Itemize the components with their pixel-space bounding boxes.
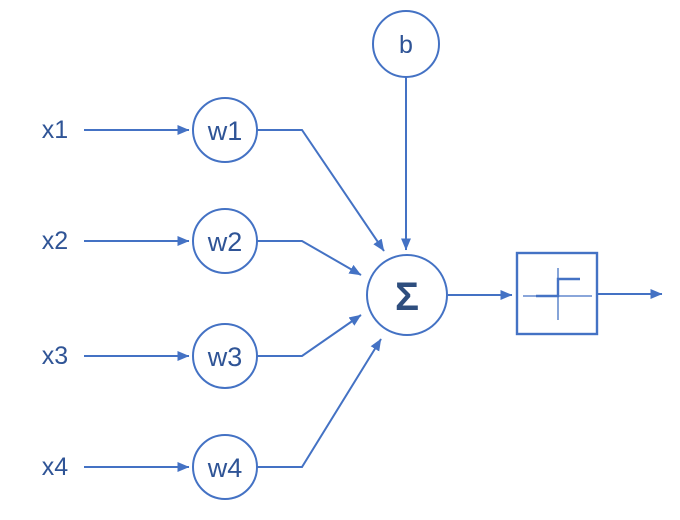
bias-label: b (399, 31, 413, 59)
text-layer: x1 x2 x3 x4 w1 w2 w3 w4 b Σ (42, 31, 419, 483)
arrow-w4-to-sum (257, 338, 382, 468)
arrow-w2-to-sum (257, 240, 362, 276)
arrow-w1-to-sum (257, 129, 385, 252)
step-curve (536, 277, 580, 298)
input-label-x4: x4 (42, 453, 69, 481)
weight-label-w1: w1 (207, 116, 243, 146)
input-label-x1: x1 (42, 116, 68, 144)
weight-node-w4 (192, 434, 258, 500)
input-label-x3: x3 (42, 342, 68, 370)
weight-label-w3: w3 (207, 342, 243, 372)
weight-label-w2: w2 (207, 227, 243, 257)
stroke-layer (84, 10, 663, 500)
arrow-w3-to-sum (257, 314, 362, 357)
sum-label: Σ (395, 275, 419, 319)
weight-node-w2 (192, 208, 258, 274)
bias-node (372, 10, 440, 78)
input-label-x2: x2 (42, 227, 68, 255)
weight-label-w4: w4 (207, 453, 243, 483)
sum-node (366, 254, 448, 336)
activation-function-box (515, 251, 599, 336)
weight-node-w1 (192, 97, 258, 163)
weight-node-w3 (192, 323, 258, 389)
step-function-icon (523, 268, 592, 320)
